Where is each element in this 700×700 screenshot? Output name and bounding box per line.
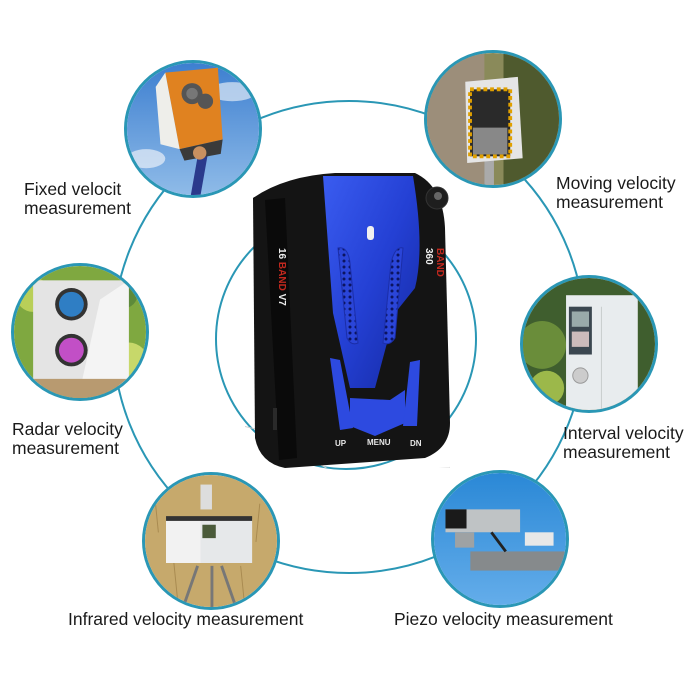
infrared-velocity-label: Infrared velocity measurement — [68, 610, 303, 629]
right-model-text: BAND 360 — [423, 248, 445, 277]
interval-label-line2: measurement — [563, 442, 670, 462]
up-button[interactable]: UP — [335, 439, 347, 448]
left-model-suffix: V7 — [276, 293, 287, 306]
right-model-num: 360 — [423, 248, 434, 265]
left-model-prefix: 16 — [276, 248, 287, 260]
moving-label-line1: Moving velocity — [556, 173, 676, 193]
fixed-velocity-label: Fixed velocit measurement — [24, 180, 131, 218]
radar-label-line2: measurement — [12, 438, 119, 458]
radar-label-line1: Radar velocity — [12, 419, 123, 439]
moving-label-line2: measurement — [556, 192, 663, 212]
piezo-speed-camera-image — [431, 470, 569, 608]
radar-speed-camera-image — [11, 263, 149, 401]
interval-label-line1: Interval velocity — [563, 423, 684, 443]
interval-speed-camera-image — [520, 275, 658, 413]
interval-velocity-label: Interval velocity measurement — [563, 424, 684, 462]
dn-button[interactable]: DN — [410, 439, 422, 448]
left-model-band: BAND — [276, 261, 287, 291]
left-model-text: 16 BAND V7 — [276, 248, 287, 306]
radar-velocity-label: Radar velocity measurement — [12, 420, 123, 458]
piezo-label-line1: Piezo velocity measurement — [394, 609, 613, 629]
infrared-speed-camera-image — [142, 472, 280, 610]
fixed-label-line1: Fixed velocit — [24, 179, 122, 199]
radar-detector-device: 16 BAND V7 BAND 360 UP MENU DN — [245, 168, 450, 468]
infrared-label-line1: Infrared velocity measurement — [68, 609, 304, 629]
fixed-speed-camera-image — [124, 60, 262, 198]
right-model-band: BAND — [434, 248, 445, 277]
menu-button[interactable]: MENU — [367, 438, 391, 447]
piezo-velocity-label: Piezo velocity measurement — [394, 610, 613, 629]
moving-velocity-label: Moving velocity measurement — [556, 174, 676, 212]
fixed-label-line2: measurement — [24, 198, 131, 218]
